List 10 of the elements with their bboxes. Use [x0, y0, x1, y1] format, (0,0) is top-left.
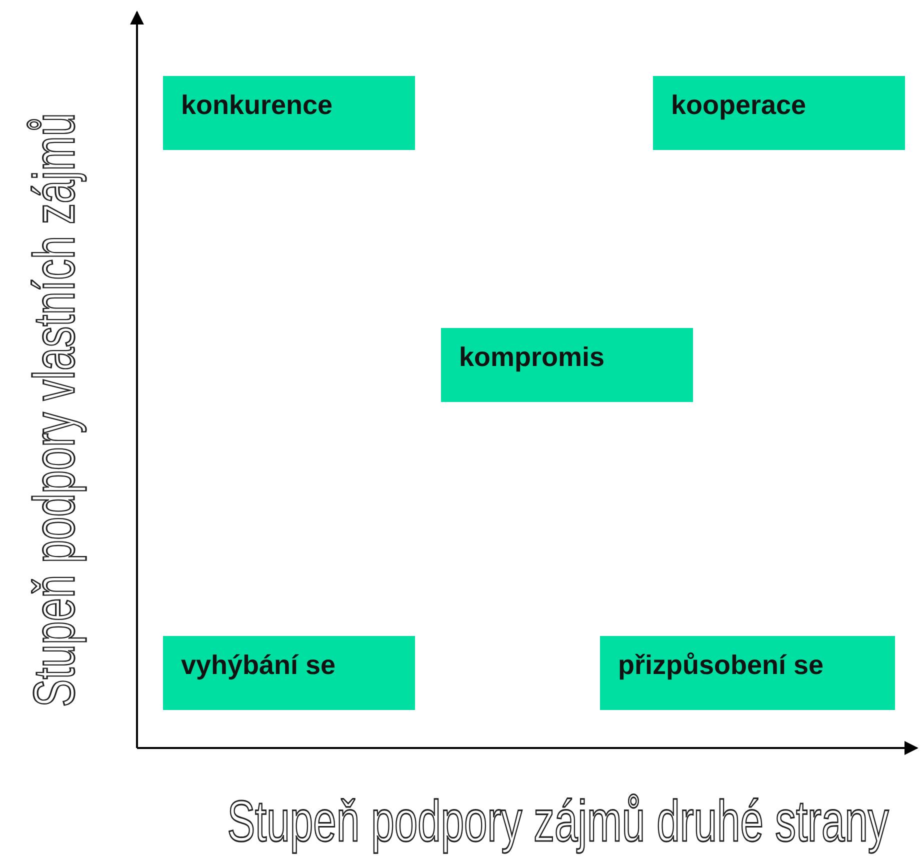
category-box: [653, 76, 905, 150]
category-box: [163, 76, 415, 150]
category-box: [441, 328, 693, 402]
category-box: [600, 636, 895, 710]
category-label: vyhýbání se: [181, 650, 336, 680]
category-label: konkurence: [181, 90, 333, 120]
category-label: přizpůsobení se: [618, 650, 824, 680]
category-label: kompromis: [459, 342, 605, 372]
category-label: kooperace: [671, 90, 806, 120]
category-box: [163, 636, 415, 710]
